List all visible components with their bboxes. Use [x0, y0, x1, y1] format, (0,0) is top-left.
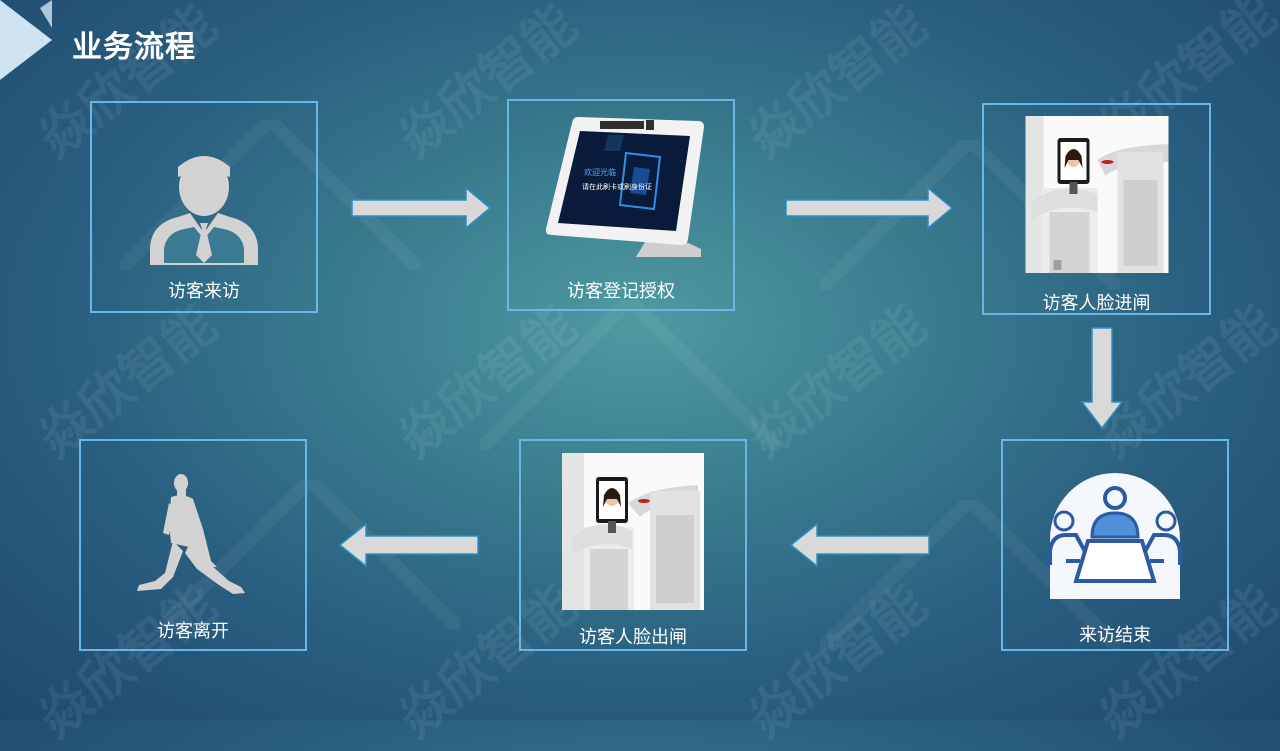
step-visitor-register: 欢迎光临 请在此刷卡或刷身份证 访客登记授权: [507, 99, 735, 311]
terminal-screen-instruction: 请在此刷卡或刷身份证: [582, 182, 652, 191]
step-label: 访客人脸进闸: [1042, 293, 1151, 314]
step-label: 来访结束: [1079, 625, 1151, 646]
step-label: 访客登记授权: [567, 281, 675, 302]
step-label: 访客人脸出闸: [579, 627, 687, 648]
arrow-right-icon: [785, 186, 954, 230]
step-visitor-arrive: 访客来访: [90, 101, 318, 313]
watermark-chevron: [480, 300, 780, 450]
arrow-down-icon: [1080, 327, 1124, 430]
step-label: 访客来访: [168, 281, 240, 302]
face-gate-exit-image: [562, 453, 704, 610]
arrow-left-icon: [789, 522, 930, 568]
step-face-exit: 访客人脸出闸: [519, 439, 747, 651]
face-gate-entry-image: [1025, 116, 1168, 273]
arrow-left-icon: [338, 522, 479, 568]
step-visit-end: 来访结束: [1001, 439, 1229, 651]
arrow-right-icon: [351, 186, 492, 230]
watermark-text: 焱欣智能: [736, 294, 938, 470]
step-label: 访客离开: [157, 621, 229, 642]
businessman-icon: [150, 156, 258, 265]
watermark-text: 焱欣智能: [736, 0, 938, 170]
page-title: 业务流程: [72, 30, 196, 65]
meeting-icon: [1048, 473, 1182, 599]
step-face-entry: 访客人脸进闸: [982, 103, 1211, 315]
watermark-text: 焱欣智能: [736, 574, 938, 750]
corner-triangle-decoration: [0, 0, 52, 80]
registration-terminal-image: 欢迎光临 请在此刷卡或刷身份证: [545, 117, 704, 257]
step-visitor-leave: 访客离开: [79, 439, 307, 651]
walking-person-icon: [137, 474, 245, 594]
terminal-screen-greeting: 欢迎光临: [584, 167, 616, 177]
